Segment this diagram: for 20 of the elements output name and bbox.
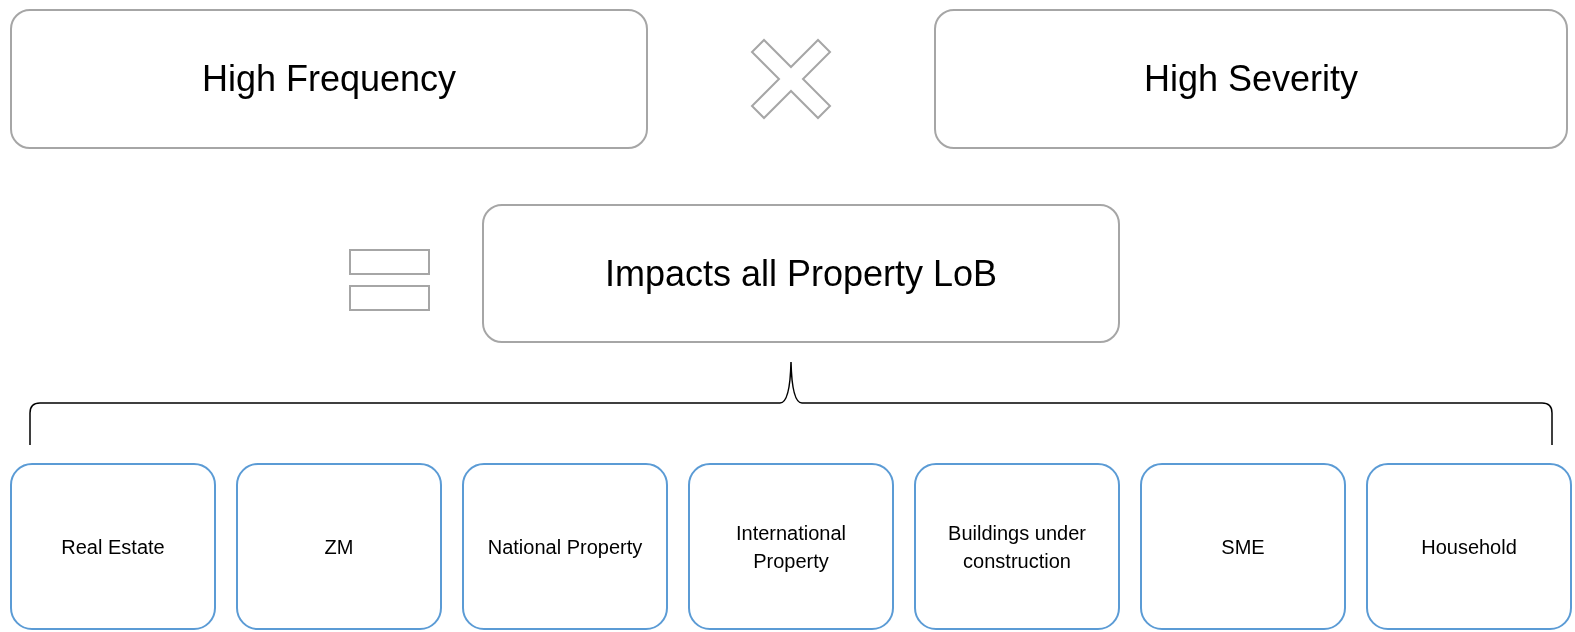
box-label: Impacts all Property LoB [604,252,998,295]
rounded-box [10,9,648,149]
box-label: Household [1421,534,1517,560]
rounded-box [688,463,894,630]
box-label: High Frequency [201,58,457,100]
box-label: International Property [734,520,848,574]
rounded-box [482,204,1120,343]
rounded-box [914,463,1120,630]
rounded-box [934,9,1568,149]
box-label: High Severity [1143,58,1359,100]
box-label: SME [1221,534,1265,560]
rounded-box [236,463,442,630]
box-label: ZM [324,534,354,560]
box-label: Real Estate [61,534,165,560]
rounded-box [1140,463,1346,630]
box-label: Buildings under construction [947,520,1087,574]
rounded-box [10,463,216,630]
rounded-box [462,463,668,630]
rounded-box [1366,463,1572,630]
box-label: National Property [487,534,643,560]
